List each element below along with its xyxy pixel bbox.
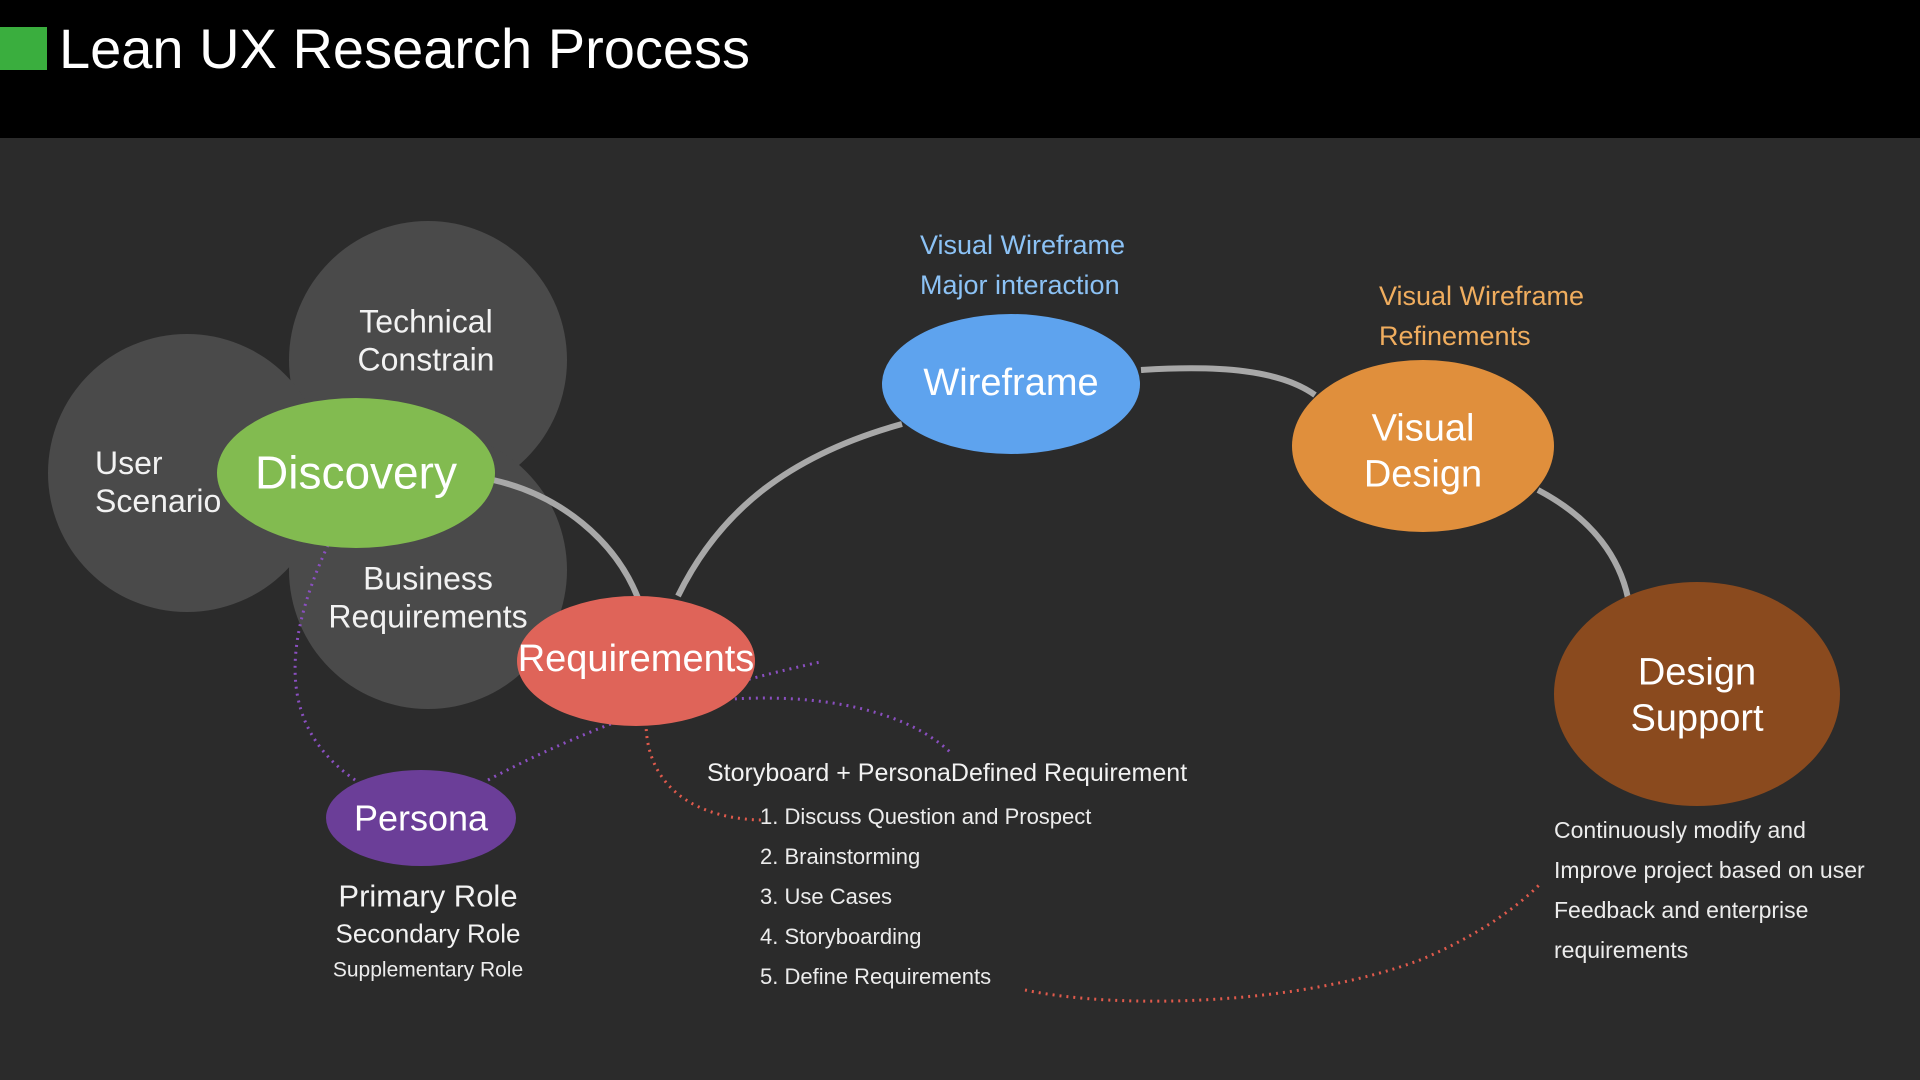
list-item: 1. Discuss Question and Prospect bbox=[760, 804, 1092, 829]
list-item: 5. Define Requirements bbox=[760, 964, 992, 989]
visual-design-note: Visual Wireframe Refinements bbox=[1379, 281, 1585, 351]
persona-secondary-role: Secondary Role bbox=[335, 918, 521, 949]
dotted-discovery-persona bbox=[293, 544, 359, 784]
visual-design-label: Visual Design bbox=[1363, 407, 1483, 495]
dotted-persona-storyboard bbox=[487, 660, 821, 782]
connector-wireframe-visual bbox=[1140, 365, 1317, 398]
page-title: Lean UX Research Process bbox=[59, 17, 751, 80]
list-item: 2. Brainstorming bbox=[760, 844, 921, 869]
requirements-label: Requirements bbox=[517, 638, 755, 681]
wireframe-note: Visual Wireframe Major interaction bbox=[920, 230, 1126, 300]
connector-discovery-requirements bbox=[492, 477, 641, 600]
dotted-list-support bbox=[1024, 880, 1544, 1003]
connector-visual-support bbox=[1536, 487, 1631, 599]
dotted-persona-storyboard-2 bbox=[699, 696, 952, 754]
discovery-node bbox=[217, 398, 495, 548]
wireframe-label: Wireframe bbox=[923, 362, 1099, 405]
design-support-label: Design Support bbox=[1630, 651, 1764, 739]
business-requirements-label: Business Requirements bbox=[328, 560, 528, 635]
wireframe-node bbox=[882, 314, 1140, 454]
visual-design-node bbox=[1292, 360, 1554, 532]
title-bar: Lean UX Research Process bbox=[0, 0, 1920, 138]
persona-label: Persona bbox=[353, 797, 489, 839]
persona-primary-role: Primary Role bbox=[338, 878, 518, 914]
list-item: 3. Use Cases bbox=[760, 884, 893, 909]
design-support-note: Continuously modify and Improve project … bbox=[1554, 817, 1865, 963]
discovery-label: Discovery bbox=[255, 446, 457, 499]
requirements-node bbox=[517, 596, 755, 726]
technical-constrain-label: Technical Constrain bbox=[357, 303, 495, 378]
requirements-detail-heading: Storyboard + PersonaDefined Requirement bbox=[707, 759, 1188, 787]
persona-node bbox=[326, 770, 516, 866]
requirements-step-list: 1. Discuss Question and Prospect 2. Brai… bbox=[760, 797, 1091, 997]
list-item: 4. Storyboarding bbox=[760, 924, 922, 949]
persona-supplementary-role: Supplementary Role bbox=[332, 958, 524, 982]
user-scenario-label: User Scenario bbox=[95, 445, 222, 520]
design-support-node bbox=[1554, 582, 1840, 806]
dotted-requirements-list bbox=[644, 721, 766, 822]
title-accent-block bbox=[0, 27, 47, 70]
connector-requirements-wireframe bbox=[675, 421, 903, 598]
user-scenario-circle bbox=[48, 334, 326, 612]
